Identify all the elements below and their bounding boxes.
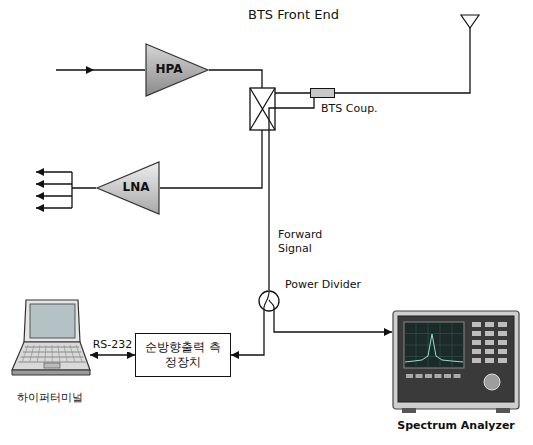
duplexer-coupler-wire	[275, 92, 310, 93]
signal-connector	[231, 310, 264, 355]
panel-button	[498, 340, 507, 345]
panel-button	[472, 322, 481, 327]
group-title: BTS Front End	[248, 7, 339, 23]
panel-button	[472, 349, 481, 354]
keyboard-col	[30, 345, 34, 362]
node-label: BTS Coup.	[321, 102, 378, 116]
panel-button	[498, 349, 507, 354]
panel-button	[485, 358, 494, 363]
node-label: 순방향출력 측정장치	[143, 340, 223, 370]
softkey	[435, 374, 442, 378]
node-label: HPA	[149, 62, 189, 77]
input-wire	[94, 69, 145, 70]
panel-button	[472, 331, 481, 336]
node-label: 하이퍼터미널	[0, 391, 100, 405]
softkey	[444, 374, 451, 378]
divider-loop	[264, 292, 274, 309]
power-divider: Power Divider	[258, 290, 280, 312]
antenna-symbol	[461, 15, 479, 28]
softkey	[406, 374, 413, 378]
signal-connector	[90, 354, 135, 355]
antenna-feed-wire	[335, 28, 470, 93]
panel-button	[485, 349, 494, 354]
amplifier-triangle: HPA	[145, 43, 209, 97]
power-divider-outline	[258, 290, 280, 312]
analyzer-screen	[404, 322, 464, 368]
keyboard-col	[76, 345, 82, 362]
analyzer-panel	[398, 316, 514, 402]
spectrum-analyzer-outline	[392, 310, 520, 414]
amplifier-outline	[146, 44, 208, 96]
process-box: 순방향출력 측정장치	[135, 333, 231, 377]
laptop-terminal: 하이퍼터미널	[10, 298, 90, 386]
lna-output-arrow	[36, 207, 72, 208]
softkey	[416, 374, 423, 378]
laptop-touchpad	[44, 363, 60, 368]
lna-input-wire	[160, 130, 262, 188]
keyboard-col	[70, 345, 75, 362]
panel-button	[472, 358, 481, 363]
panel-button	[485, 340, 494, 345]
hpa-output-wire	[209, 70, 262, 88]
laptop-terminal-outline	[10, 298, 90, 386]
node-label: LNA	[116, 180, 156, 195]
screen-grid	[404, 333, 464, 334]
keyboard-col	[58, 345, 60, 362]
laptop-base	[12, 342, 90, 370]
keyboard-col	[64, 345, 67, 362]
screen-grid	[404, 356, 464, 357]
amplifier-outline	[97, 162, 159, 214]
input-wire	[56, 69, 94, 70]
analyzer-foot	[402, 408, 416, 413]
keyboard-col	[45, 345, 46, 362]
keyboard-col	[52, 345, 53, 362]
divider-circle	[259, 291, 279, 311]
coupler-block: BTS Coup.	[310, 88, 335, 98]
connector-label: RS-232	[92, 338, 134, 352]
duplexer-box	[250, 88, 275, 130]
node-label: Power Divider	[285, 278, 361, 292]
signal-connector	[269, 98, 314, 290]
panel-button	[485, 322, 494, 327]
analyzer-foot	[496, 408, 510, 413]
spectrum-trace	[405, 334, 463, 362]
connector-label: Forward Signal	[277, 228, 335, 256]
softkey	[454, 374, 461, 378]
panel-button	[498, 331, 507, 336]
node-label: Spectrum Analyzer	[386, 419, 526, 433]
lna-output-arrow	[36, 183, 72, 184]
panel-button	[498, 358, 507, 363]
keyboard-col	[37, 345, 40, 362]
panel-button	[485, 331, 494, 336]
signal-connector	[274, 310, 392, 332]
lna-output-arrow	[36, 195, 72, 196]
panel-button	[498, 322, 507, 327]
duplexer-cross	[250, 88, 275, 130]
analyzer-body	[393, 311, 519, 409]
lna-output-arrow	[36, 171, 72, 172]
panel-button	[472, 340, 481, 345]
lna-output-bus	[72, 172, 96, 208]
keyboard-col	[22, 345, 28, 362]
laptop-front	[12, 370, 90, 375]
softkey	[425, 374, 432, 378]
laptop-lid	[24, 300, 80, 342]
laptop-screen	[30, 304, 75, 338]
panel-knob	[484, 374, 500, 390]
amplifier-triangle: LNA	[96, 161, 160, 215]
spectrum-analyzer: Spectrum Analyzer	[392, 310, 520, 414]
